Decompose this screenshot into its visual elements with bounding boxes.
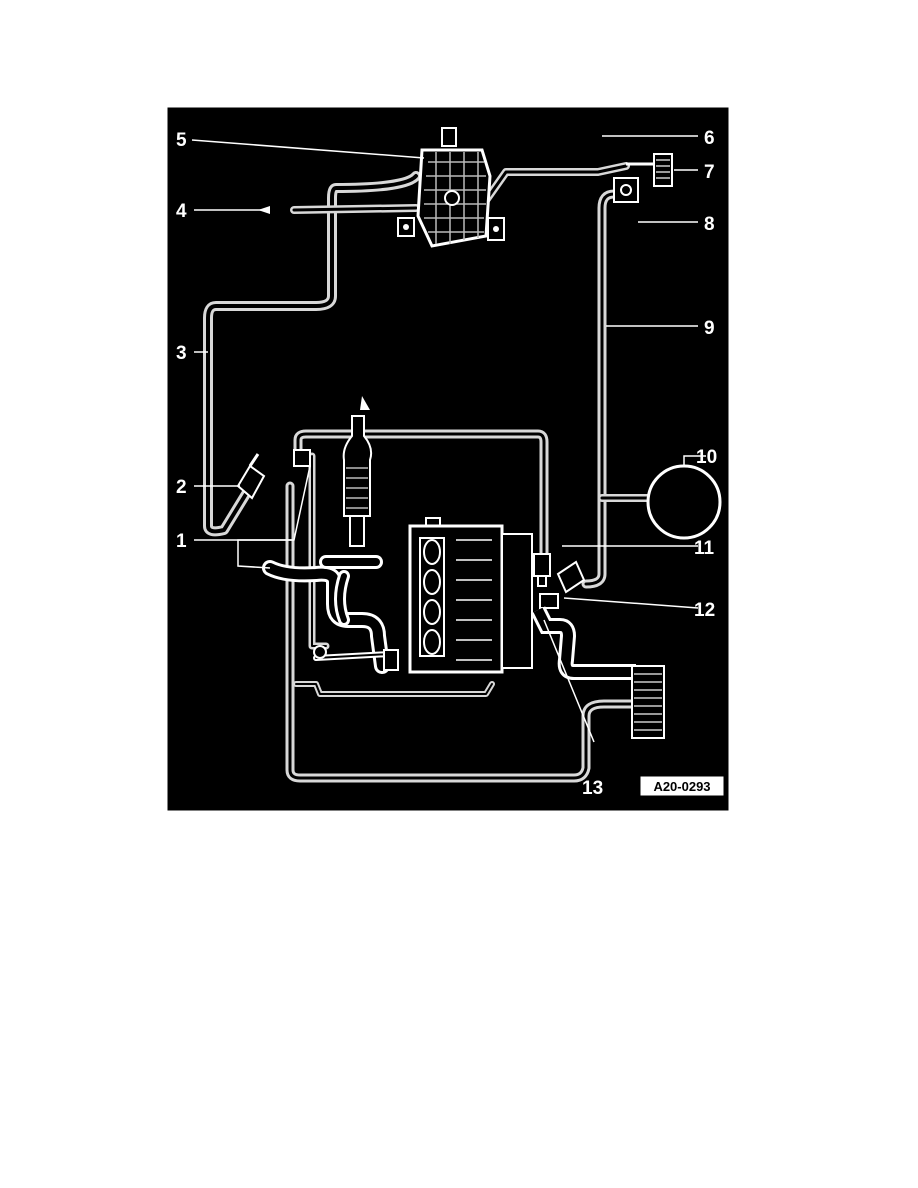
component-2-valve: [236, 453, 266, 500]
reference-code-box: [639, 775, 725, 797]
callout-2: 2: [176, 477, 187, 498]
component-8-valve: [613, 177, 639, 203]
callout-12: 12: [694, 600, 715, 621]
intake-stack: [342, 396, 373, 547]
component-10-reservoir: [646, 464, 722, 540]
fitting-top-left: [293, 449, 311, 467]
callout-4: 4: [176, 201, 187, 222]
engine-block: [408, 517, 533, 674]
callout-1: 1: [176, 531, 187, 552]
component-12-valve: [539, 560, 586, 609]
fitting-left: [313, 645, 327, 659]
intercooler: [631, 665, 665, 739]
leader-lines: [191, 135, 706, 743]
callout-10: 10: [696, 447, 717, 468]
component-5-block: [397, 127, 505, 248]
callout-6: 6: [704, 128, 715, 149]
manifold-hoses: [262, 555, 393, 674]
reference-code: A20-0293: [653, 779, 710, 794]
callout-13: 13: [582, 778, 603, 799]
callout-8: 8: [704, 214, 715, 235]
component-11-connector: [533, 553, 551, 587]
clamp-left: [383, 649, 399, 671]
callout-11: 11: [694, 538, 715, 559]
hose-lines: [203, 162, 654, 783]
callout-7: 7: [704, 162, 715, 183]
component-7-filter: [626, 153, 673, 187]
callout-9: 9: [704, 318, 715, 339]
fuel-system-diagram: 5 4 3 2 1 6 7 8 9 10 11 12 13 A20-0293: [166, 106, 730, 812]
callout-3: 3: [176, 343, 187, 364]
component-13-pipe: [530, 606, 636, 680]
callout-5: 5: [176, 130, 187, 151]
callout-labels: 5 4 3 2 1 6 7 8 9 10 11 12 13: [176, 128, 717, 799]
